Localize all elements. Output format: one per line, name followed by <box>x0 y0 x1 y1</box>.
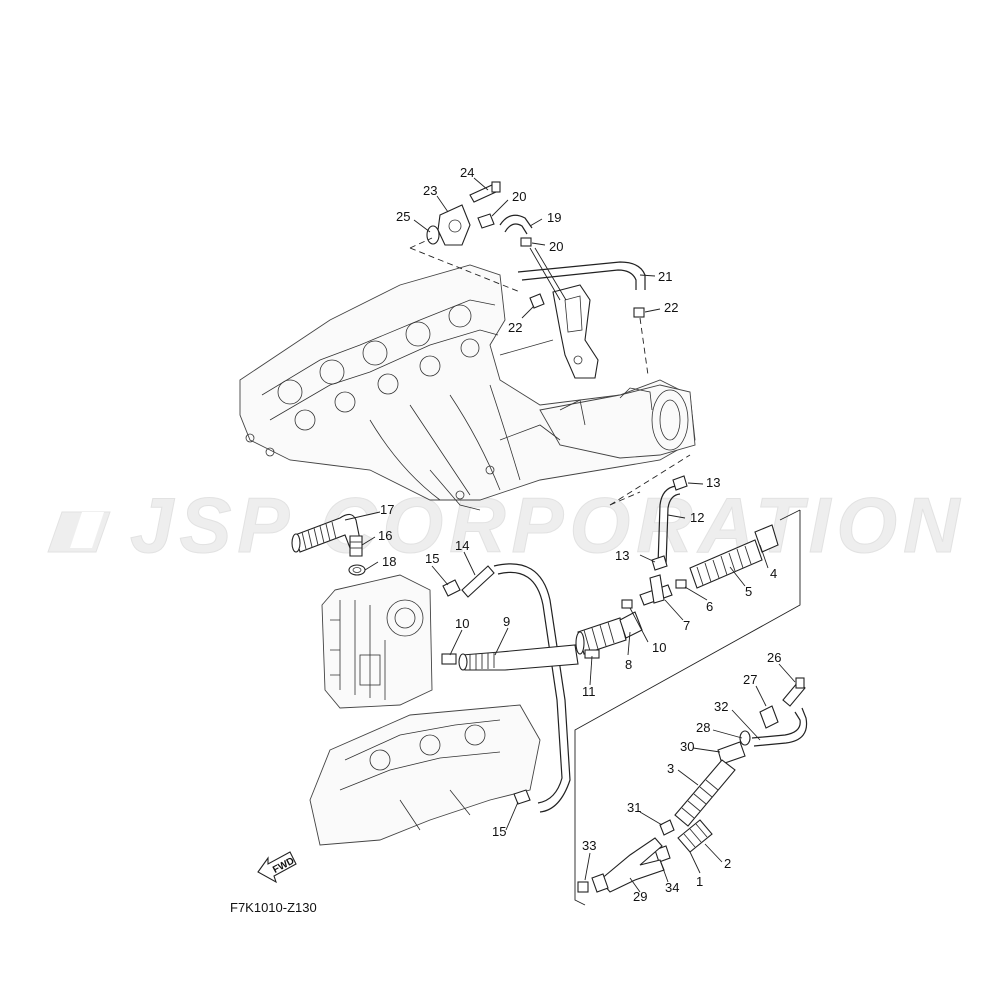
fwd-label: FWD <box>271 856 296 876</box>
callout-13b: 13 <box>615 548 629 563</box>
callout-26: 26 <box>767 650 781 665</box>
callout-14: 14 <box>455 538 469 553</box>
clamp-28 <box>739 730 751 746</box>
clamp-13a <box>672 475 688 491</box>
clamp-10b <box>621 599 633 609</box>
callout-22b: 22 <box>664 300 678 315</box>
clamp-34 <box>654 845 671 863</box>
tee-7 <box>639 574 673 606</box>
callout-10b: 10 <box>652 640 666 655</box>
fitting-30 <box>717 741 746 765</box>
hose-11 <box>575 617 627 655</box>
watermark-text: JSP CORPORATION <box>130 481 965 569</box>
callout-31: 31 <box>627 800 641 815</box>
oil-separator-cap <box>426 181 501 246</box>
callout-5: 5 <box>745 584 752 599</box>
clamp-22b <box>633 307 645 318</box>
clamp-10a <box>441 653 457 665</box>
callout-2: 2 <box>724 856 731 871</box>
callout-13a: 13 <box>706 475 720 490</box>
hose-2 <box>677 819 713 853</box>
callout-1: 1 <box>696 874 703 889</box>
callout-12: 12 <box>690 510 704 525</box>
engine-upper <box>239 264 696 511</box>
callout-9: 9 <box>503 614 510 629</box>
callout-28: 28 <box>696 720 710 735</box>
breather-hose-17 <box>291 513 361 553</box>
ecu-box <box>321 574 433 709</box>
callout-20b: 20 <box>549 239 563 254</box>
callout-20a: 20 <box>512 189 526 204</box>
callout-18: 18 <box>382 554 396 569</box>
callout-34: 34 <box>665 880 679 895</box>
callout-24: 24 <box>460 165 474 180</box>
callout-32: 32 <box>714 699 728 714</box>
callout-27: 27 <box>743 672 757 687</box>
callout-22a: 22 <box>508 320 522 335</box>
engine-lower <box>309 704 541 846</box>
callouts: 24 23 25 20 19 20 21 22 22 13 12 4 5 6 7… <box>378 165 781 904</box>
callout-15b: 15 <box>492 824 506 839</box>
hose-3 <box>674 759 736 827</box>
callout-8: 8 <box>625 657 632 672</box>
hose-9 <box>458 644 579 671</box>
fitting-27 <box>759 705 779 729</box>
callout-33: 33 <box>582 838 596 853</box>
diagram-code: F7K1010-Z130 <box>230 900 317 915</box>
callout-25: 25 <box>396 209 410 224</box>
callout-11: 11 <box>582 684 596 699</box>
callout-19: 19 <box>547 210 561 225</box>
clamp-33 <box>577 881 589 893</box>
callout-17: 17 <box>380 502 394 517</box>
watermark: JSP CORPORATION <box>47 481 965 570</box>
callout-4: 4 <box>770 566 777 581</box>
clamp-22a <box>529 293 545 309</box>
callout-29: 29 <box>633 889 647 904</box>
pipe-32 <box>751 707 808 747</box>
leader-lines <box>344 177 796 893</box>
clamp-15b <box>513 789 531 805</box>
hose-19 <box>499 214 533 229</box>
hose-16 <box>349 535 363 557</box>
clamp-13b <box>651 555 668 571</box>
callout-23: 23 <box>423 183 437 198</box>
callout-10a: 10 <box>455 616 469 631</box>
y-joint-29 <box>591 837 665 893</box>
clamp-6 <box>675 579 687 589</box>
breather-bracket <box>499 284 599 379</box>
clamp-31 <box>659 819 675 836</box>
callout-21: 21 <box>658 269 672 284</box>
callout-3: 3 <box>667 761 674 776</box>
fitting-26 <box>782 677 806 707</box>
clamp-18 <box>348 564 366 576</box>
fwd-arrow: FWD <box>257 851 297 884</box>
callout-15a: 15 <box>425 551 439 566</box>
callout-16: 16 <box>378 528 392 543</box>
hose-5 <box>689 539 763 589</box>
callout-6: 6 <box>706 599 713 614</box>
hose-21 <box>517 261 646 290</box>
clamp-20b <box>520 237 532 247</box>
hose-12 <box>657 485 677 566</box>
callout-7: 7 <box>683 618 690 633</box>
callout-30: 30 <box>680 739 694 754</box>
